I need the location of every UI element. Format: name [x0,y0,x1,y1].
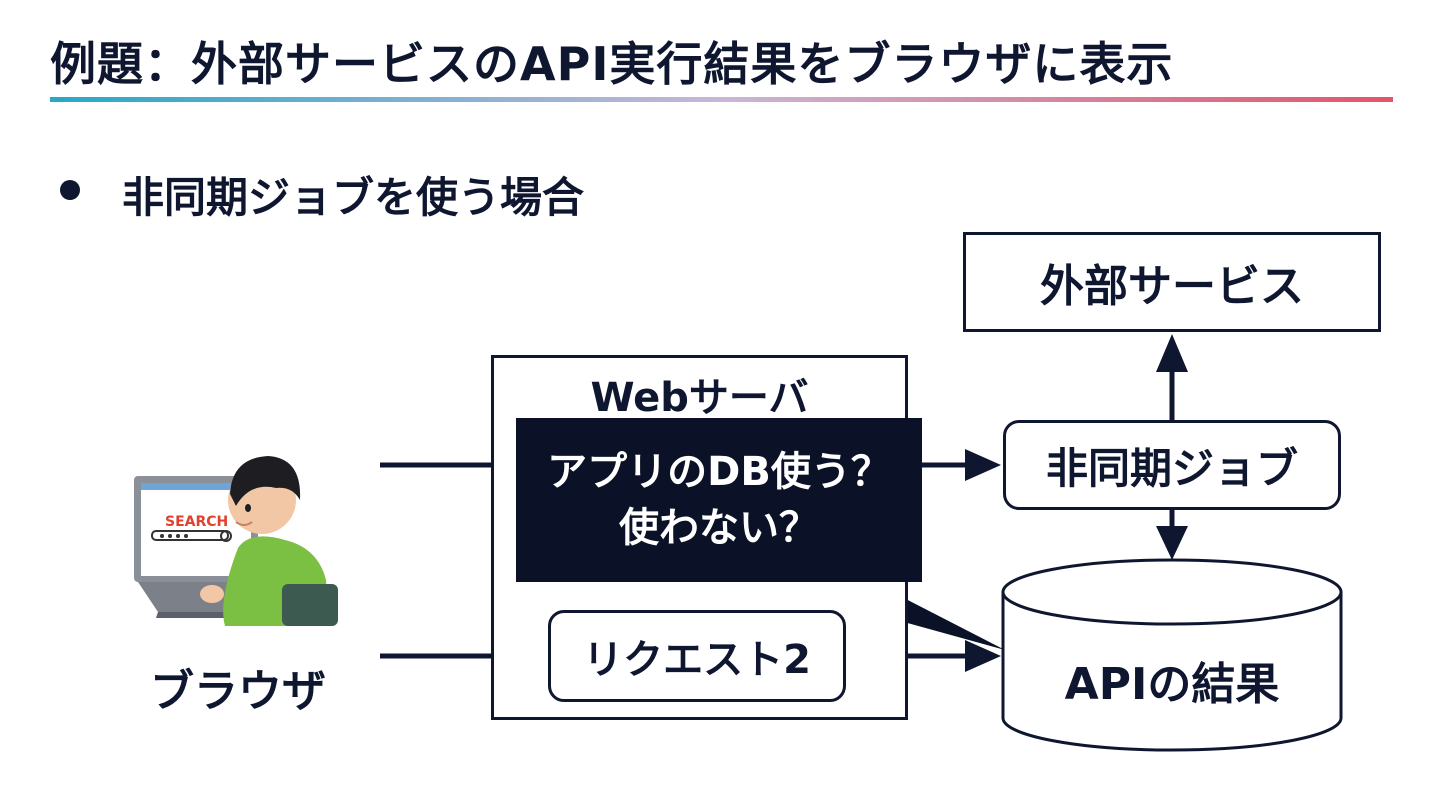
arrow-job-to-db [1156,510,1188,560]
web-server-label: Webサーバ [590,375,809,421]
arrow-job-to-service [1156,334,1188,420]
database-cylinder [1001,558,1343,752]
slide-title: 例題：外部サービスのAPI実行結果をブラウザに表示 [50,37,1174,91]
external-service-box: 外部サービス [963,232,1381,332]
speech-bubble-line2: 使わない？ [619,505,819,551]
search-illustration-text: SEARCH [165,514,228,530]
bullet-text: 非同期ジョブを使う場合 [122,173,585,222]
speech-bubble-line1: アプリのDB使う？ [547,449,891,495]
request2-box: リクエスト2 [548,610,846,702]
browser-label: ブラウザ [150,666,326,717]
bullet-dot [60,180,80,200]
arrow-bubble-to-job [922,449,1001,481]
async-job-box: 非同期ジョブ [1003,420,1341,510]
laptop-user-illustration: SEARCH [134,456,338,626]
speech-bubble [516,418,922,582]
api-result-label: APIの結果 [1064,659,1280,710]
speech-bubble-text: アプリのDB使う？ 使わない？ [516,444,922,556]
title-underline [50,97,1393,102]
